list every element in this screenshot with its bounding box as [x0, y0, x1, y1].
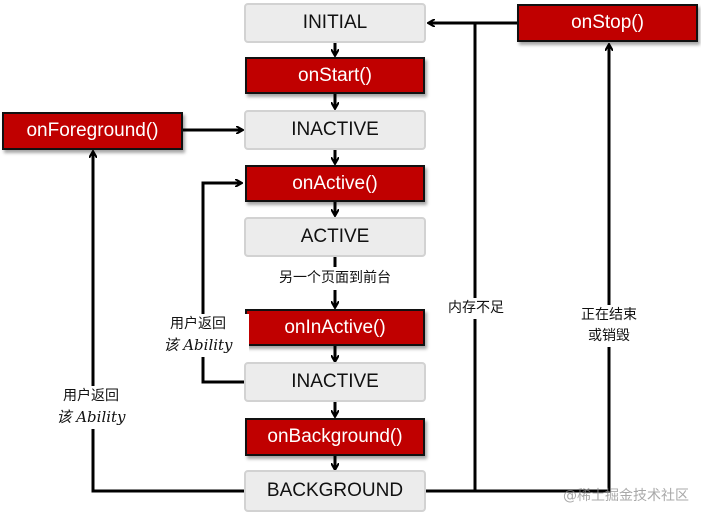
label-user-return-outer: 用户返回 该 Ability — [40, 386, 142, 429]
state-inactive-mid: INACTIVE — [244, 362, 426, 402]
state-initial: INITIAL — [244, 3, 426, 43]
label-user-return-outer-ability: 该 Ability — [56, 408, 126, 426]
callback-onstart: onStart() — [245, 57, 425, 94]
label-ending-line1: 正在结束 — [581, 307, 637, 323]
arrow-background-to-onstop — [426, 45, 609, 493]
label-user-return-outer-line2: 该 Ability — [40, 407, 142, 429]
label-user-return-inner: 用户返回 该 Ability — [147, 314, 249, 357]
callback-onstop: onStop() — [517, 4, 698, 42]
state-inactive-top: INACTIVE — [244, 110, 426, 150]
label-user-return-inner-line1: 用户返回 — [170, 316, 226, 332]
state-background: BACKGROUND — [244, 470, 426, 512]
arrow-inactive-back-to-onactive — [201, 183, 244, 384]
label-user-return-inner-line2: 该 Ability — [147, 335, 249, 357]
label-user-return-outer-line1: 用户返回 — [63, 388, 119, 404]
label-user-return-inner-ability: 该 Ability — [163, 336, 233, 354]
state-active: ACTIVE — [244, 217, 426, 257]
callback-onforeground: onForeground() — [2, 112, 183, 150]
arrow-memory-to-initial — [429, 23, 477, 491]
callback-onbackground: onBackground() — [245, 418, 425, 456]
callback-oninactive: onInActive() — [245, 309, 425, 346]
watermark-text: @稀土掘金技术社区 — [563, 488, 689, 504]
label-ending-or-destroy: 正在结束 或销毁 — [570, 305, 648, 347]
label-another-page-to-front: 另一个页面到前台 — [263, 268, 407, 289]
arrow-background-to-onforeground — [93, 152, 244, 493]
label-out-of-memory: 内存不足 — [440, 298, 512, 319]
label-ending-line2: 或销毁 — [588, 328, 630, 344]
callback-onactive: onActive() — [245, 165, 425, 202]
